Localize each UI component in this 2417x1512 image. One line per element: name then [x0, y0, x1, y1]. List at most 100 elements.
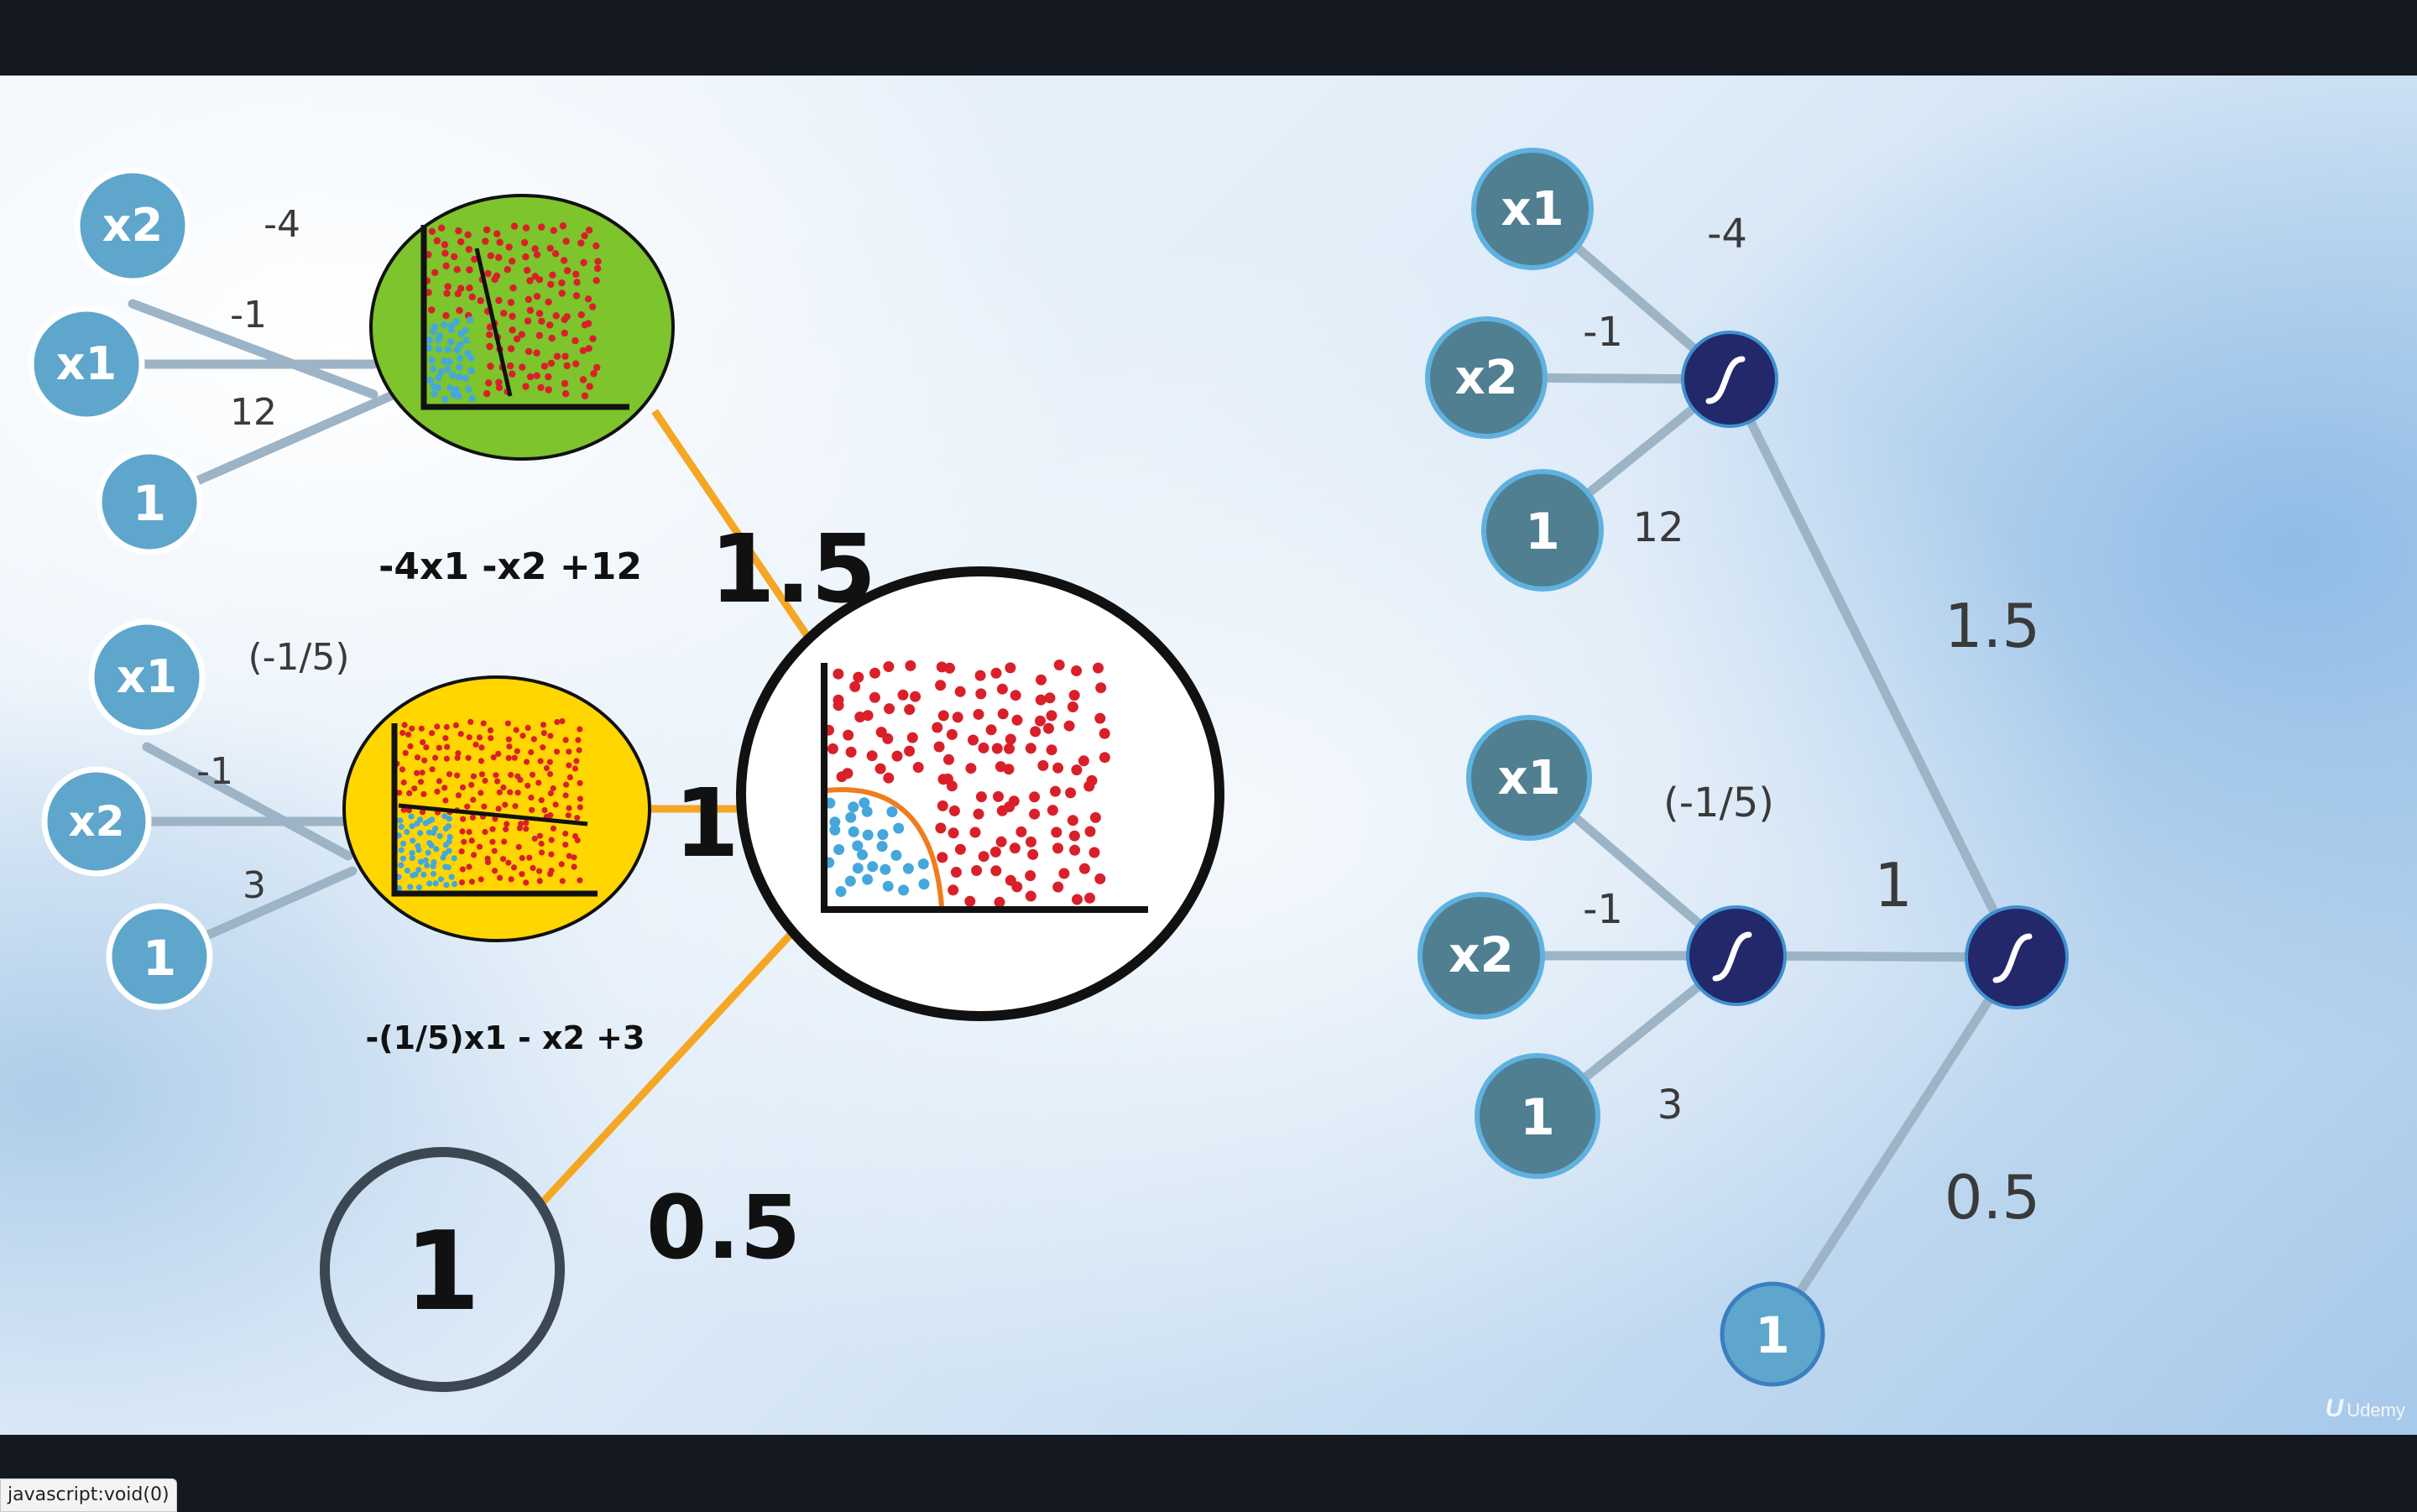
data-point: [459, 784, 467, 791]
data-point: [880, 863, 891, 875]
data-point: [947, 827, 959, 839]
data-point: [505, 754, 512, 762]
data-point: [1035, 694, 1047, 706]
data-point: [1051, 826, 1062, 838]
data-point: [1029, 808, 1041, 820]
data-point: [446, 771, 453, 778]
data-point: [526, 277, 534, 284]
data-point: [482, 828, 488, 836]
data-point: [1025, 743, 1036, 754]
data-point: [551, 250, 560, 258]
data-point: [1095, 682, 1107, 694]
data-point: [496, 874, 504, 881]
data-point: [442, 797, 449, 804]
data-point: [399, 729, 406, 737]
data-point: [577, 239, 585, 247]
data-point: [518, 331, 525, 338]
data-point: [429, 327, 437, 336]
data-point: [525, 724, 531, 732]
data-point: [577, 804, 583, 811]
data-point: [536, 832, 544, 839]
data-point: [445, 823, 452, 830]
data-point: [455, 227, 462, 235]
data-point: [437, 224, 446, 232]
data-point: [585, 345, 593, 352]
data-point: [515, 843, 522, 851]
data-point: [548, 334, 556, 342]
data-point: [414, 769, 420, 776]
weight-label: -4: [1707, 211, 1747, 258]
input-node-x1: x1: [1471, 148, 1594, 270]
data-point: [520, 238, 529, 247]
data-point: [827, 743, 838, 754]
data-point: [491, 275, 499, 284]
data-point: [533, 372, 540, 379]
input-node-x1: x1: [28, 305, 145, 423]
data-point: [1046, 710, 1057, 722]
data-point: [504, 821, 510, 827]
data-point: [506, 743, 513, 750]
data-point: [415, 847, 422, 853]
data-point: [507, 299, 515, 306]
data-point: [943, 753, 954, 765]
data-point: [493, 230, 501, 237]
data-point: [436, 778, 443, 785]
data-point: [973, 808, 984, 820]
data-point: [536, 878, 543, 884]
data-point: [456, 363, 463, 371]
data-point: [561, 352, 569, 360]
data-point: [487, 252, 494, 259]
data-point: [458, 879, 466, 886]
data-point: [417, 858, 425, 865]
data-point: [995, 836, 1007, 847]
data-point: [505, 736, 512, 743]
data-point: [434, 336, 442, 344]
weight-label: 3: [1657, 1082, 1684, 1129]
data-point: [1071, 665, 1083, 676]
data-point: [1010, 690, 1021, 701]
data-point: [577, 877, 583, 884]
data-point: [495, 253, 503, 262]
data-point: [535, 276, 544, 284]
data-point: [470, 773, 478, 779]
data-point: [572, 360, 580, 368]
data-point: [553, 352, 561, 360]
data-point: [540, 362, 549, 370]
data-point: [893, 822, 905, 834]
weight-label: 12: [230, 391, 277, 434]
data-point: [495, 806, 502, 812]
data-point: [1053, 660, 1065, 670]
data-point: [1071, 764, 1083, 776]
weight-label: 1: [1874, 850, 1913, 920]
data-point: [493, 772, 499, 779]
data-point: [510, 222, 519, 230]
data-point: [500, 784, 507, 791]
left-output-weights: 1.5 1 0.5: [646, 515, 876, 1279]
data-point: [869, 667, 880, 679]
node-label: 1: [1525, 503, 1560, 561]
data-point: [466, 734, 472, 741]
data-point: [563, 781, 570, 788]
data-point: [452, 722, 460, 729]
data-point: [398, 862, 405, 868]
data-point: [478, 744, 485, 751]
sigmoid-icon: [1712, 931, 1752, 982]
data-point: [425, 289, 432, 296]
data-point: [565, 812, 572, 819]
data-point: [430, 830, 437, 837]
data-point: [452, 881, 458, 888]
data-point: [882, 733, 894, 744]
data-point: [985, 724, 997, 736]
data-point: [522, 224, 530, 232]
data-point: [912, 762, 924, 773]
data-point: [593, 242, 600, 250]
right-top-weights: -4 -1 12: [1583, 211, 1747, 551]
data-point: [546, 321, 554, 329]
data-point: [572, 270, 580, 278]
data-point: [444, 365, 452, 373]
data-point: [419, 809, 426, 816]
data-point: [990, 667, 1002, 679]
data-point: [509, 370, 516, 378]
data-point: [935, 680, 947, 691]
data-point: [547, 359, 556, 368]
